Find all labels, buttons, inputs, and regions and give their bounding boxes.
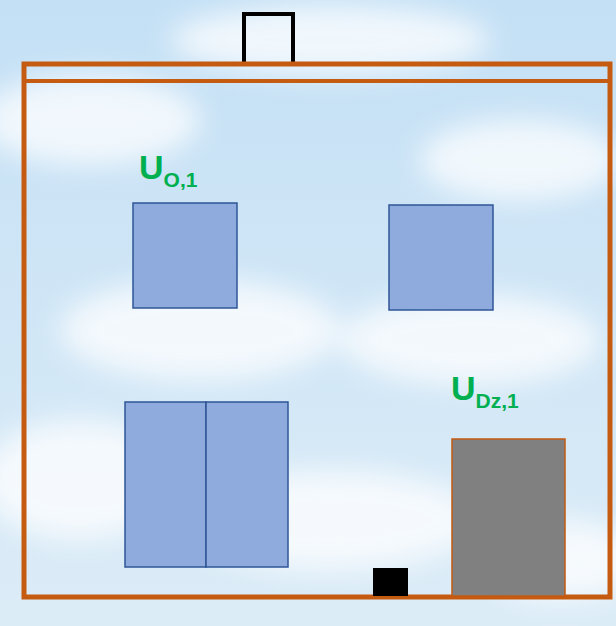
symbol-text: U [451,369,476,407]
subscript-text: Dz,1 [476,389,519,412]
clouds [0,5,616,600]
window-pane [206,402,288,567]
symbol-text: U [139,148,164,186]
house-outline [24,64,610,597]
u-value-label: UO,1 [139,150,197,190]
roof-line [24,79,610,83]
window [133,203,237,308]
window-pane [125,402,206,567]
u-value-label: UDz,1 [451,371,519,411]
chimney [244,14,293,62]
subscript-text: O,1 [164,168,198,191]
window [389,205,493,310]
foundation-block [373,568,408,596]
door [452,439,565,596]
